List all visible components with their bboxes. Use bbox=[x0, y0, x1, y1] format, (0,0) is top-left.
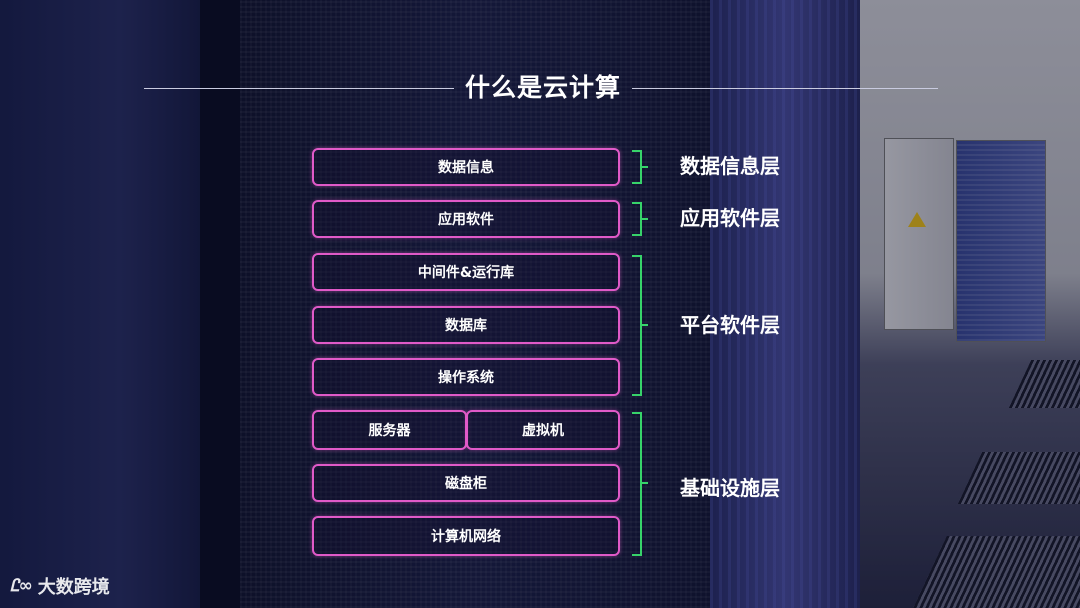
label-data-layer: 数据信息层 bbox=[680, 154, 780, 178]
white-cabinet bbox=[884, 138, 954, 330]
brand-logo: Ꮭ∞ 大数跨境 bbox=[10, 572, 110, 600]
box-network: 计算机网络 bbox=[312, 516, 620, 556]
logo-text: 大数跨境 bbox=[37, 577, 110, 598]
logo-mark-icon: Ꮭ∞ bbox=[10, 576, 33, 596]
page-title: 什么是云计算 bbox=[464, 73, 621, 102]
title-rule-right bbox=[632, 88, 938, 89]
box-middleware: 中间件&运行库 bbox=[312, 253, 620, 291]
server-rack-left bbox=[0, 0, 200, 608]
bracket-tick bbox=[642, 482, 648, 484]
label-app-layer: 应用软件层 bbox=[680, 206, 780, 230]
title-rule-left bbox=[144, 88, 454, 89]
label-platform-layer: 平台软件层 bbox=[680, 313, 780, 337]
server-rack-right bbox=[710, 0, 860, 608]
bracket-infra-layer bbox=[632, 412, 642, 556]
box-disk: 磁盘柜 bbox=[312, 464, 620, 502]
rack-gap bbox=[200, 0, 240, 608]
bracket-tick bbox=[642, 218, 648, 220]
box-server: 服务器 bbox=[312, 410, 467, 450]
warning-sign-icon bbox=[908, 212, 926, 227]
box-app-software: 应用软件 bbox=[312, 200, 620, 238]
label-infra-layer: 基础设施层 bbox=[680, 476, 780, 500]
bracket-tick bbox=[642, 324, 648, 326]
box-data-info: 数据信息 bbox=[312, 148, 620, 186]
bracket-app-layer bbox=[632, 202, 642, 236]
bracket-data-layer bbox=[632, 150, 642, 184]
server-rack-center bbox=[240, 0, 710, 608]
bracket-tick bbox=[642, 166, 648, 168]
box-database: 数据库 bbox=[312, 306, 620, 344]
box-vm: 虚拟机 bbox=[466, 410, 620, 450]
bracket-platform-layer bbox=[632, 255, 642, 396]
blue-cabinet bbox=[956, 140, 1046, 342]
box-os: 操作系统 bbox=[312, 358, 620, 396]
